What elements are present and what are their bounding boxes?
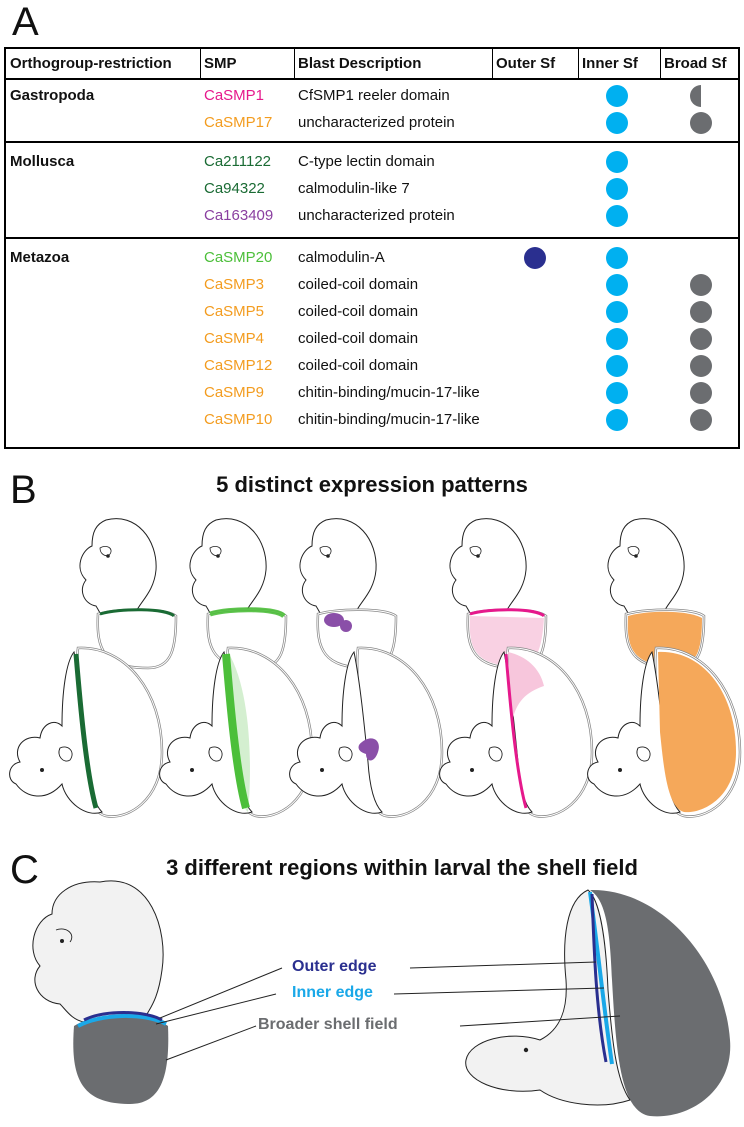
- broad-sf-dot: [690, 328, 712, 350]
- smp-name: Ca211122: [204, 153, 272, 170]
- blast-description: C-type lectin domain: [298, 153, 435, 170]
- inner-sf-dot: [606, 85, 628, 107]
- inner-sf-dot: [606, 178, 628, 200]
- blast-description: chitin-binding/mucin-17-like: [298, 384, 480, 401]
- inner-sf-dot: [606, 355, 628, 377]
- smp-name: CaSMP4: [204, 330, 265, 347]
- smp-name: CaSMP12: [204, 357, 273, 374]
- smp-name: Ca163409: [204, 207, 274, 224]
- header-inner-sf: Inner Sf: [582, 55, 638, 72]
- broad-sf-dot: [690, 382, 712, 404]
- blast-description: calmodulin-A: [298, 249, 385, 266]
- smp-name: CaSMP17: [204, 114, 273, 131]
- header-smp: SMP: [204, 55, 237, 72]
- panel-label-a: A: [12, 0, 39, 44]
- blast-description: CfSMP1 reeler domain: [298, 87, 450, 104]
- blast-description: uncharacterized protein: [298, 207, 455, 224]
- blast-description: coiled-coil domain: [298, 357, 419, 374]
- group-label: Mollusca: [10, 153, 75, 170]
- header-orthogroup: Orthogroup-restriction: [10, 55, 172, 72]
- inner-sf-dot: [606, 205, 628, 227]
- inner-sf-dot: [606, 112, 628, 134]
- panel-b-title: 5 distinct expression patterns: [216, 472, 528, 497]
- broad-sf-dot: [690, 355, 712, 377]
- pattern-5-side: [586, 646, 742, 818]
- broad-sf-half-dot: [690, 85, 712, 107]
- inner-sf-dot: [606, 301, 628, 323]
- blast-description: coiled-coil domain: [298, 303, 419, 320]
- blast-description: calmodulin-like 7: [298, 180, 410, 197]
- broad-sf-dot: [690, 274, 712, 296]
- panel-c-side-view: [465, 889, 731, 1117]
- pattern-4-top: [448, 517, 548, 670]
- label-inner-edge: Inner edge: [292, 984, 373, 1001]
- header-blast: Blast Description: [298, 55, 422, 72]
- pattern-3-side: [288, 646, 444, 818]
- pattern-1-side: [8, 646, 164, 818]
- pattern-3-top: [298, 517, 398, 670]
- blast-description: chitin-binding/mucin-17-like: [298, 411, 480, 428]
- panel-label-c: C: [10, 848, 39, 892]
- broad-sf-dot: [690, 112, 712, 134]
- outer-sf-dot: [524, 247, 546, 269]
- inner-sf-dot: [606, 409, 628, 431]
- pattern-2-side: [158, 646, 314, 818]
- panel-c-title: 3 different regions within larval the sh…: [166, 855, 638, 880]
- group-label: Gastropoda: [10, 87, 95, 104]
- inner-sf-dot: [606, 247, 628, 269]
- group-label: Metazoa: [10, 249, 70, 266]
- pattern-4-side: [438, 646, 594, 818]
- broad-sf-dot: [690, 409, 712, 431]
- panel-label-b: B: [10, 468, 37, 512]
- smp-name: Ca94322: [204, 180, 265, 197]
- label-broad-shell-field: Broader shell field: [258, 1016, 398, 1033]
- smp-name: CaSMP5: [204, 303, 265, 320]
- broad-sf-dot: [690, 301, 712, 323]
- pattern-5-top: [606, 517, 706, 670]
- pattern-2-top: [188, 517, 288, 670]
- pattern-1-top: [78, 517, 178, 670]
- smp-table: Orthogroup-restriction SMP Blast Descrip…: [4, 47, 740, 449]
- smp-name: CaSMP1: [204, 87, 265, 104]
- blast-description: coiled-coil domain: [298, 330, 419, 347]
- smp-name: CaSMP10: [204, 411, 273, 428]
- label-outer-edge: Outer edge: [292, 958, 377, 975]
- inner-sf-dot: [606, 382, 628, 404]
- header-outer-sf: Outer Sf: [496, 55, 556, 72]
- inner-sf-dot: [606, 151, 628, 173]
- inner-sf-dot: [606, 328, 628, 350]
- inner-sf-dot: [606, 274, 628, 296]
- blast-description: coiled-coil domain: [298, 276, 419, 293]
- header-broad-sf: Broad Sf: [664, 55, 727, 72]
- panel-c-top-view: [32, 880, 169, 1104]
- smp-name: CaSMP20: [204, 249, 273, 266]
- smp-name: CaSMP9: [204, 384, 265, 401]
- smp-name: CaSMP3: [204, 276, 265, 293]
- blast-description: uncharacterized protein: [298, 114, 455, 131]
